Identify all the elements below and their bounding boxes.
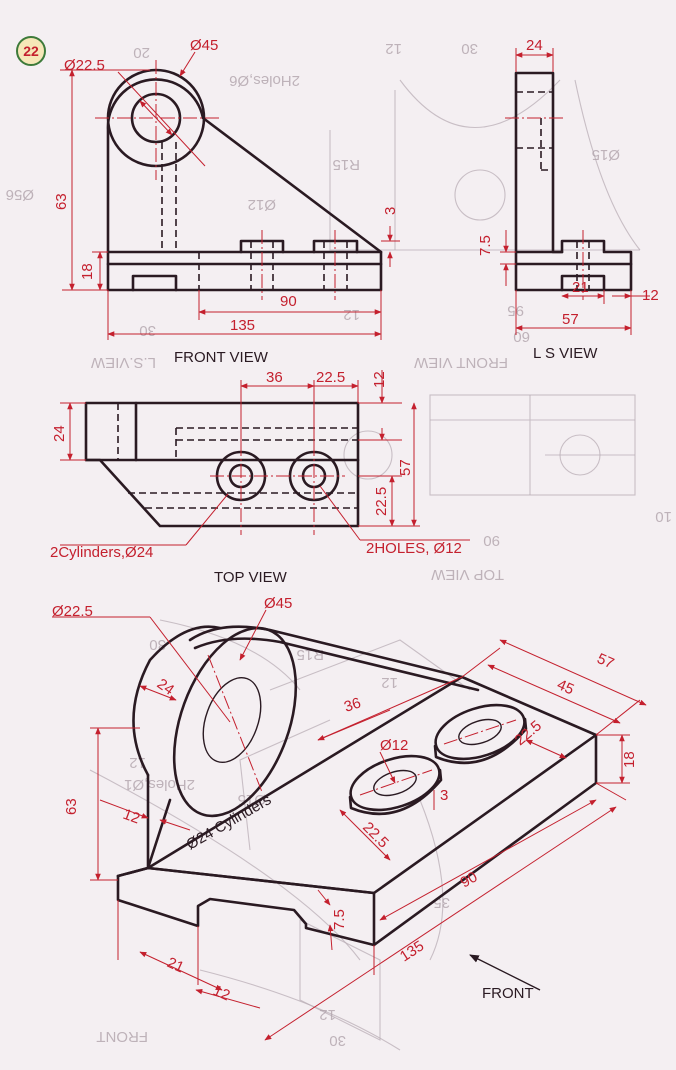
top-dim-b: 22.5 (316, 369, 345, 386)
isometric-view: 63 12 24 Ø22.5 Ø45 36 Ø12 3 22.5 22.5 57… (52, 595, 647, 1041)
side-dim-edge: 12 (642, 287, 659, 304)
side-view-label: L S VIEW (533, 345, 598, 362)
ghost-text: FRONT (96, 1028, 148, 1045)
side-view: 24 7.5 21 12 57 L S VIEW (477, 37, 659, 362)
top-dim-a: 36 (266, 369, 283, 386)
iso-dim-l135: 135 (397, 937, 427, 965)
front-boss-rib (106, 78, 383, 254)
top-view: 36 22.5 12 57 22.5 24 2Cylinders,Ø24 2HO… (50, 369, 470, 586)
iso-dim-b21: 21 (164, 954, 186, 976)
ghost-text: 2Holes,Ø6 (229, 72, 300, 89)
iso-dim-rib3: 3 (440, 787, 448, 804)
iso-base-top (146, 675, 598, 895)
front-dim-slot: 90 (280, 293, 297, 310)
top-dim-c: 12 (371, 371, 388, 388)
front-view: 63 18 90 135 3 Ø22.5 Ø45 FRONT VIEW (53, 37, 400, 366)
iso-dim-hole: Ø12 (380, 737, 408, 754)
badge-number: 22 (23, 43, 39, 59)
ghost-text: Ø15 (592, 146, 620, 163)
ghost-text: Ø56 (6, 186, 34, 203)
ghost-bleed-through (89, 79, 641, 1051)
ghost-text: FRONT VIEW (413, 354, 508, 371)
iso-dim-l90: 90 (458, 868, 481, 891)
ghost-text: 30 (139, 322, 156, 339)
side-dim-slot: 21 (572, 279, 589, 296)
front-view-label: FRONT VIEW (174, 349, 269, 366)
ghost-text: 30 (461, 40, 478, 57)
ghost-text: 12 (319, 1006, 336, 1023)
exercise-badge: 22 (16, 36, 46, 66)
ghost-text: Ø12 (248, 196, 276, 213)
iso-dim-a36: 36 (342, 694, 363, 715)
top-dim-offset: 22.5 (373, 487, 390, 516)
iso-dim-s22a: 22.5 (359, 819, 392, 852)
iso-dim-small-dia: Ø22.5 (52, 603, 93, 620)
front-dim-height: 63 (53, 193, 70, 210)
top-view-label: TOP VIEW (214, 569, 288, 586)
front-base (106, 250, 383, 292)
top-callout-cylinders: 2Cylinders,Ø24 (50, 544, 153, 561)
front-dim-big-dia: Ø45 (190, 37, 218, 54)
front-dim-rib: 3 (382, 207, 399, 215)
ghost-text: TOP VIEW (430, 566, 504, 583)
iso-dim-thickness: 12 (121, 806, 142, 828)
ghost-text: 12 (385, 40, 402, 57)
ghost-text: R15 (332, 156, 360, 173)
front-dim-length: 135 (230, 317, 255, 334)
iso-dim-boss-width: 24 (154, 675, 177, 698)
iso-dim-b12: 12 (210, 982, 232, 1004)
iso-boss-hole (202, 677, 262, 763)
top-dim-depth: 24 (51, 425, 68, 442)
ghost-text: 20 (133, 44, 150, 61)
side-dim-top: 24 (526, 37, 543, 54)
side-outline (514, 71, 633, 292)
front-dim-base: 18 (79, 263, 96, 280)
iso-dim-h75: 7.5 (331, 909, 348, 930)
top-dim-total: 57 (397, 459, 414, 476)
ghost-text: 2Holes,Ø1 (124, 776, 195, 793)
ghost-text: L.S.VIEW (90, 354, 156, 371)
ghost-text-group: 20 12 30 2Holes,Ø6 R15 Ø15 Ø12 Ø56 30 12… (6, 40, 672, 1049)
side-dim-step: 7.5 (477, 235, 494, 256)
top-callout-holes: 2HOLES, Ø12 (366, 540, 462, 557)
side-dim-width: 57 (562, 311, 579, 328)
ghost-text: 30 (329, 1032, 346, 1049)
iso-front-label: FRONT (482, 985, 534, 1002)
iso-dim-s22b: 22.5 (512, 717, 545, 749)
iso-cylinders-text: Ø24 Cylinders (184, 791, 275, 853)
iso-dim-w45: 45 (554, 676, 576, 698)
iso-dim-height: 63 (63, 798, 80, 815)
ghost-text: 90 (483, 532, 500, 549)
ghost-text: 12 (129, 754, 146, 771)
iso-dim-h18: 18 (621, 751, 638, 768)
ghost-text: 10 (655, 508, 672, 525)
ghost-text: 12 (381, 674, 398, 691)
front-dim-small-dia: Ø22.5 (64, 57, 105, 74)
iso-dim-w57: 57 (594, 650, 616, 672)
ghost-text: 60 (513, 328, 530, 345)
ghost-text: 12 (343, 306, 360, 323)
iso-dim-big-dia: Ø45 (264, 595, 292, 612)
